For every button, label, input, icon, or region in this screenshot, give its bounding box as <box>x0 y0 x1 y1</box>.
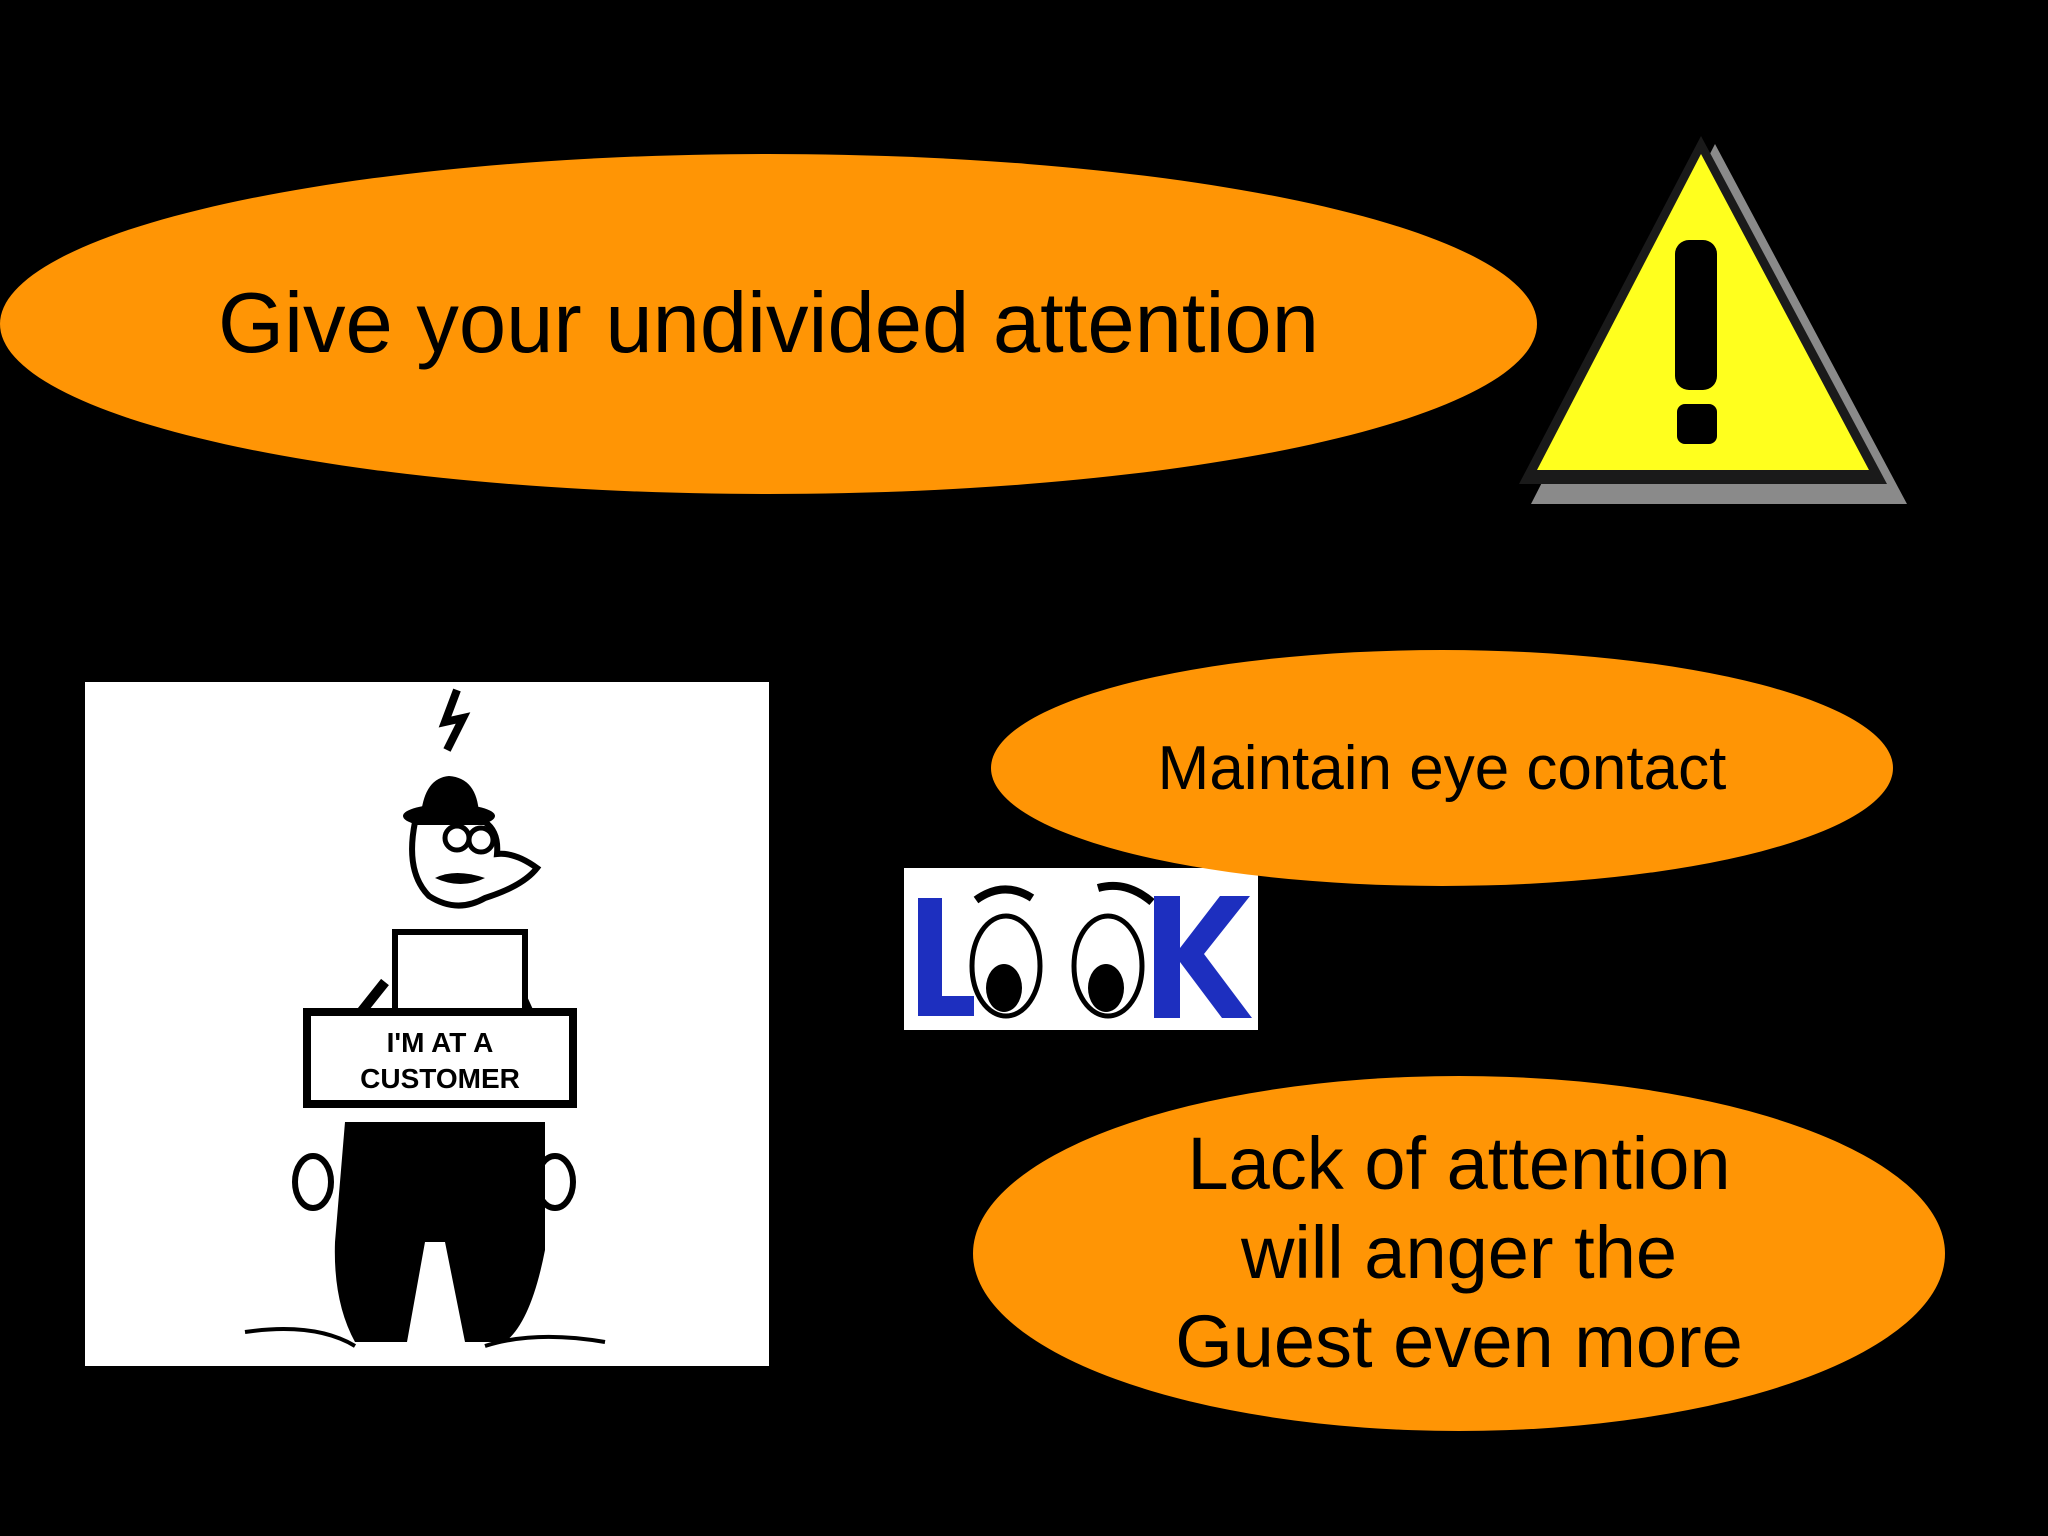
callout-text-line-1: Lack of attention <box>1187 1122 1731 1206</box>
sign-text-line-1: I'M AT A <box>387 1027 494 1058</box>
customer-sign-illustration: I'M AT A CUSTOMER <box>85 682 769 1366</box>
sign-text-line-2: CUSTOMER <box>360 1063 520 1094</box>
callout-lack-of-attention: Lack of attention will anger the Guest e… <box>973 1076 1945 1431</box>
callout-eye-contact: Maintain eye contact <box>991 650 1893 886</box>
callout-text: Give your undivided attention <box>218 276 1319 371</box>
callout-text-block: Lack of attention will anger the Guest e… <box>1175 1120 1743 1386</box>
callout-text-line-2: will anger the <box>1240 1211 1677 1295</box>
callout-undivided-attention: Give your undivided attention <box>0 154 1537 494</box>
callout-text: Maintain eye contact <box>1157 733 1727 803</box>
callout-text-line-3: Guest even more <box>1175 1299 1743 1383</box>
warning-icon <box>1519 136 1907 504</box>
look-logo-image <box>904 868 1258 1030</box>
